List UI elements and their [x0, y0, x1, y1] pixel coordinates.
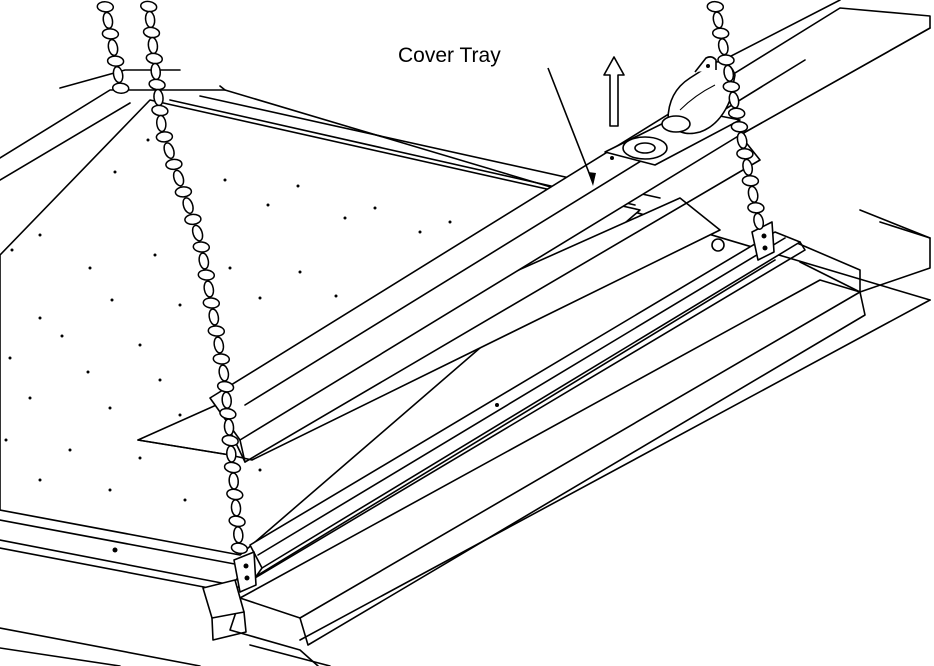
- chain-link: [730, 121, 749, 133]
- chain-link: [150, 62, 162, 81]
- chain-link: [722, 80, 741, 93]
- chain-link: [736, 131, 748, 149]
- chain-link: [212, 353, 231, 365]
- chain-link: [140, 0, 158, 13]
- lift-arrow-icon: [603, 56, 625, 127]
- chain-link: [106, 55, 125, 67]
- chain-link: [182, 197, 194, 215]
- chain-link: [216, 380, 235, 393]
- hanging-chains: [96, 0, 765, 555]
- cover-tray: [209, 7, 931, 463]
- chain-link: [174, 186, 193, 198]
- chain-link: [706, 0, 725, 13]
- chain-link: [155, 131, 174, 143]
- chain-link: [184, 213, 202, 226]
- chain-link: [96, 1, 115, 13]
- chain-link: [203, 280, 215, 298]
- chain-link: [223, 461, 242, 474]
- chain-link: [741, 175, 760, 187]
- chain-link: [101, 28, 120, 40]
- chain-link: [102, 11, 114, 30]
- chain-link: [163, 142, 175, 160]
- chain-link: [192, 241, 211, 253]
- chain-link: [207, 325, 226, 337]
- chain-link: [147, 36, 159, 55]
- chain-link: [165, 158, 183, 171]
- front-channel: [202, 221, 806, 641]
- chain-link: [226, 488, 244, 501]
- chain-link: [111, 82, 130, 94]
- chain-link: [202, 297, 221, 309]
- chain-link: [230, 542, 249, 555]
- chain-link: [142, 26, 161, 39]
- front-rail: [0, 279, 931, 666]
- chain-link: [172, 169, 185, 187]
- chain-link: [742, 158, 754, 176]
- chain-link: [221, 434, 239, 447]
- chain-link: [144, 10, 156, 29]
- chain-link: [747, 185, 759, 203]
- chain-link: [145, 52, 163, 65]
- chain-link: [148, 78, 166, 91]
- chain-link: [191, 224, 204, 242]
- callout-leader-head: [588, 172, 596, 186]
- chain-link: [717, 38, 729, 56]
- chain-link: [753, 212, 765, 230]
- chain-link: [747, 202, 765, 214]
- callout-leader-line: [547, 67, 594, 184]
- chain-link: [197, 269, 216, 281]
- chain-link: [228, 515, 246, 528]
- chain-link: [112, 65, 124, 84]
- chain-link: [717, 54, 735, 66]
- chain-link: [711, 27, 730, 40]
- chain-link: [198, 252, 210, 270]
- chain-link: [107, 38, 119, 57]
- chain-link: [219, 407, 237, 420]
- chain-link: [213, 336, 225, 354]
- chain-link: [208, 308, 220, 326]
- cover-tray-callout: Cover Tray: [398, 44, 501, 67]
- chain-link: [736, 148, 754, 160]
- chain-link: [727, 107, 746, 120]
- chain-link: [712, 11, 724, 29]
